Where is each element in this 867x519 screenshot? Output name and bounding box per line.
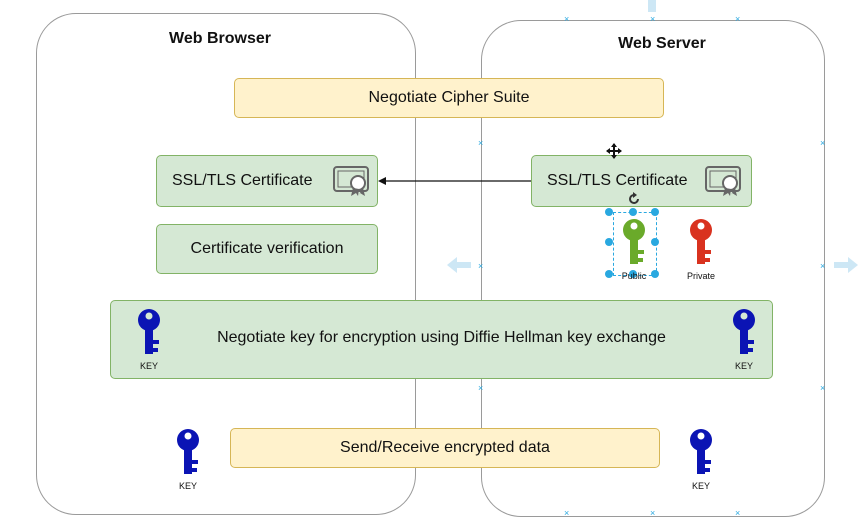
connection-marker[interactable]: ×	[478, 261, 484, 271]
rotate-icon[interactable]	[627, 192, 641, 206]
connection-marker[interactable]: ×	[478, 138, 484, 148]
send-receive-box[interactable]: Send/Receive encrypted data	[230, 428, 660, 468]
connection-marker[interactable]: ×	[820, 138, 826, 148]
selection-handle[interactable]	[651, 238, 659, 246]
public-key-icon[interactable]	[621, 218, 647, 268]
selection-handle[interactable]	[629, 208, 637, 216]
connection-marker[interactable]: ×	[820, 383, 826, 393]
send-left-key-icon[interactable]	[175, 428, 201, 478]
certificate-icon	[705, 166, 741, 196]
negotiate-cipher-suite-label: Negotiate Cipher Suite	[368, 89, 530, 106]
diffie-hellman-box[interactable]: Negotiate key for encryption using Diffi…	[110, 300, 773, 379]
connect-arrow-left-icon[interactable]	[447, 257, 473, 273]
dh-right-key-icon[interactable]	[731, 308, 757, 358]
send-right-key-label: KEY	[691, 481, 710, 491]
send-left-key-label: KEY	[178, 481, 197, 491]
connection-marker[interactable]: ×	[650, 508, 656, 518]
dh-right-key-label: KEY	[734, 361, 753, 371]
send-right-key-icon[interactable]	[688, 428, 714, 478]
public-key-label: Public	[621, 271, 647, 281]
send-receive-label: Send/Receive encrypted data	[340, 439, 550, 456]
server-certificate-label: SSL/TLS Certificate	[547, 172, 688, 189]
browser-certificate-label: SSL/TLS Certificate	[172, 172, 313, 189]
selection-handle[interactable]	[651, 270, 659, 278]
dh-left-key-icon[interactable]	[136, 308, 162, 358]
negotiate-cipher-suite-box[interactable]: Negotiate Cipher Suite	[234, 78, 664, 118]
dh-left-key-label: KEY	[139, 361, 158, 371]
connection-marker[interactable]: ×	[564, 14, 570, 24]
selection-handle[interactable]	[605, 270, 613, 278]
web-browser-lane[interactable]	[36, 13, 416, 515]
connection-marker[interactable]: ×	[820, 261, 826, 271]
connection-marker[interactable]: ×	[735, 14, 741, 24]
connection-marker[interactable]: ×	[650, 14, 656, 24]
connection-marker[interactable]: ×	[735, 508, 741, 518]
certificate-verification-box[interactable]: Certificate verification	[156, 224, 378, 274]
move-icon[interactable]	[606, 143, 622, 159]
certificate-verification-label: Certificate verification	[190, 240, 344, 257]
selection-handle[interactable]	[629, 270, 637, 278]
connect-arrow-right-icon[interactable]	[832, 257, 858, 273]
connection-marker[interactable]: ×	[478, 383, 484, 393]
selection-handle[interactable]	[651, 208, 659, 216]
web-server-lane[interactable]	[481, 20, 825, 517]
connection-marker[interactable]: ×	[564, 508, 570, 518]
certificate-transfer-arrow[interactable]	[376, 175, 536, 187]
connect-arrow-up-icon[interactable]	[648, 0, 656, 12]
browser-certificate-box[interactable]: SSL/TLS Certificate	[156, 155, 378, 207]
certificate-icon	[333, 166, 369, 196]
private-key-icon[interactable]	[688, 218, 714, 268]
selection-handle[interactable]	[605, 238, 613, 246]
web-server-title: Web Server	[618, 35, 706, 52]
web-browser-title: Web Browser	[169, 30, 271, 47]
server-certificate-box[interactable]: SSL/TLS Certificate	[531, 155, 752, 207]
private-key-label: Private	[686, 271, 715, 281]
diffie-hellman-label: Negotiate key for encryption using Diffi…	[217, 328, 666, 346]
selection-handle[interactable]	[605, 208, 613, 216]
